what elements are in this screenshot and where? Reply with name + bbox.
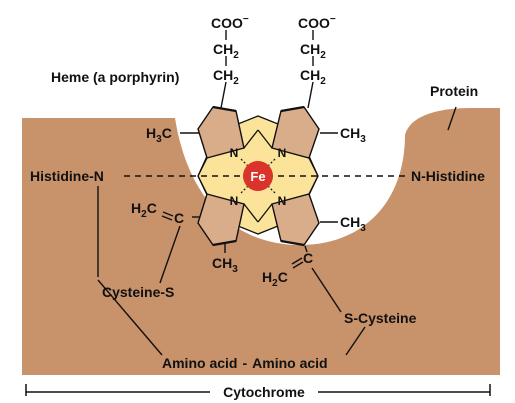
pyrrole-rings: [197, 106, 320, 246]
methylene-left-2: CH2: [213, 67, 239, 87]
cysteine-right-label: S-Cysteine: [344, 310, 417, 326]
porphyrin-bonds: [197, 105, 319, 247]
vinyl-left-ch2: H2C: [131, 200, 157, 220]
methylene-right-2: CH2: [300, 67, 326, 87]
pyrrole-ring-bottom-right: [271, 193, 320, 246]
iron-atom: [243, 161, 273, 191]
vinyl-right-c: C: [303, 250, 313, 266]
protein-body: [22, 108, 500, 375]
methylene-right-1: CH2: [300, 41, 326, 61]
amino-acid-label: Amino acid-Amino acid: [162, 355, 328, 371]
nitrogen-top-right: N: [278, 146, 287, 160]
nitrogen-bottom-right: N: [278, 194, 287, 208]
histidine-left-label: Histidine-N: [30, 168, 104, 184]
methyl-top-left: H3C: [146, 125, 172, 145]
protein-label: Protein: [430, 83, 478, 99]
cytochrome-label: Cytochrome: [223, 384, 305, 400]
cysteine-left-label: Cysteine-S: [102, 284, 174, 300]
vinyl-right-ch2: H2C: [262, 269, 288, 289]
cytochrome-bracket: [25, 384, 491, 396]
nitrogen-bottom-left: N: [230, 194, 239, 208]
carboxylate-right: COO−: [298, 14, 336, 31]
substituent-bonds: [161, 30, 338, 269]
heme-label: Heme (a porphyrin): [51, 69, 179, 85]
methylene-left-1: CH2: [213, 41, 239, 61]
nitrogen-top-left: N: [230, 146, 239, 160]
methyl-bottom-right: CH3: [340, 214, 366, 234]
methyl-top-right: CH3: [340, 125, 366, 145]
iron-label: Fe: [250, 169, 265, 184]
vinyl-left-c: C: [174, 210, 184, 226]
methyl-bottom-left: CH3: [212, 255, 238, 275]
carboxylate-left: COO−: [211, 14, 249, 31]
pyrrole-ring-top-right: [271, 106, 320, 159]
leader-lines: [97, 106, 457, 356]
nitrogen-atoms: N N N N: [230, 146, 287, 208]
histidine-right-label: N-Histidine: [411, 168, 485, 184]
